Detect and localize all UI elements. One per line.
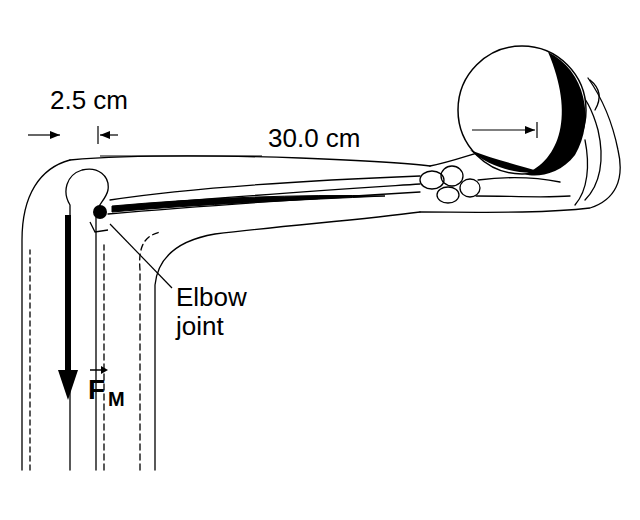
vector-arrowhead [101, 366, 108, 374]
force-arrowhead [58, 370, 78, 400]
finger-bone [476, 195, 570, 197]
arm-outline [29, 250, 30, 470]
dimension-label: 30.0 cm [268, 124, 361, 153]
arm-outline [103, 245, 104, 470]
ball-shading [525, 52, 586, 176]
arm-outline [70, 156, 430, 166]
force-arrow [65, 215, 71, 372]
carpal-bone [460, 179, 480, 197]
dimension-line [100, 155, 262, 156]
leader-line [110, 224, 172, 288]
force-symbol: F [88, 374, 105, 405]
finger-bone [478, 178, 560, 182]
carpal-bone [437, 187, 459, 203]
arm-outline [22, 160, 70, 470]
arm-outline [140, 232, 160, 470]
arm-outline [155, 212, 420, 470]
carpal-bone [441, 166, 463, 186]
force-subscript: M [108, 388, 125, 410]
dimension-arrowhead [525, 126, 535, 134]
dimension-arrowhead [100, 131, 110, 139]
dimension-tick [97, 126, 98, 144]
joint-mark [90, 222, 108, 232]
dimension-arrowhead [50, 131, 60, 139]
ball-shading [470, 150, 540, 173]
dimension-label: 2.5 cm [50, 86, 128, 115]
dimension-tick [536, 122, 537, 138]
elbow-joint-dot [93, 205, 107, 219]
muscle-tendon [112, 195, 385, 212]
carpal-bone [420, 171, 444, 189]
part-label: Elbow joint [176, 283, 286, 341]
finger-outline [590, 80, 599, 110]
humerus-bone [66, 169, 108, 470]
